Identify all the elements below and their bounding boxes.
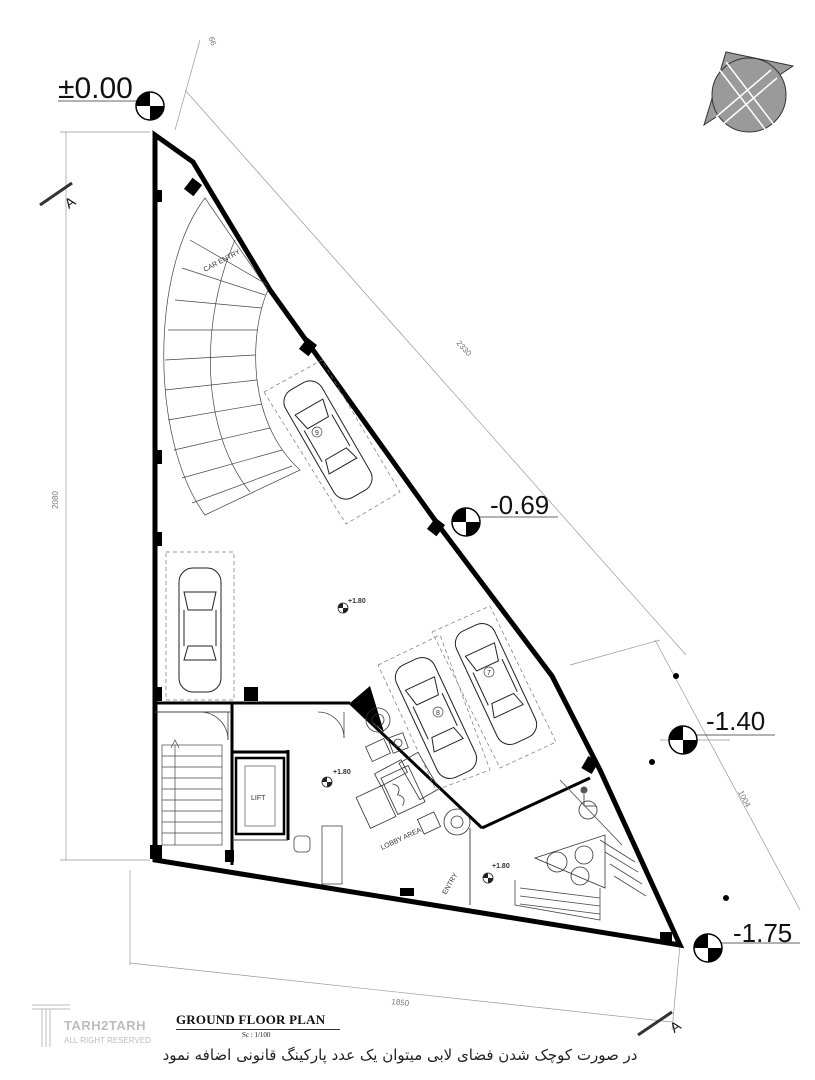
drawing-title: GROUND FLOOR PLAN <box>176 1012 326 1027</box>
persian-note: در صورت کوچک شدن فضای لابی میتوان یک عدد… <box>162 1046 638 1064</box>
north-arrow-icon <box>703 51 795 138</box>
lobby-label: LOBBY AREA <box>380 827 423 852</box>
floor-level-lobby: +1.80 <box>333 769 351 776</box>
thin-walls <box>155 711 471 905</box>
dimension-top-small: 66 <box>207 35 219 47</box>
title-underline <box>176 1029 340 1030</box>
car-9 <box>283 380 373 500</box>
reception-desk <box>293 825 343 885</box>
stairs-left <box>161 739 223 846</box>
level-label-right: -1.40 <box>706 706 765 736</box>
parking-stalls <box>165 359 557 791</box>
lobby-furniture <box>355 707 471 836</box>
ramp-label: CAR ENTRY <box>203 248 242 273</box>
logo-icon <box>32 1004 70 1047</box>
svg-text:A: A <box>61 193 78 212</box>
dimension-diagonal: 2330 <box>455 339 474 359</box>
section-mark-bottom: A <box>637 1010 684 1037</box>
level-marker-top <box>58 91 165 121</box>
parking-number-7: 7 <box>487 670 491 677</box>
stair-corner-fill <box>350 686 384 732</box>
floor-level-markers <box>321 602 494 884</box>
level-marker-right <box>668 725 775 755</box>
level-label-top: ±0.00 <box>58 72 133 105</box>
logo-name: TARH2TARH <box>64 1018 147 1033</box>
dimension-left: 2080 <box>51 491 60 509</box>
level-marker-mid <box>451 507 558 537</box>
entry-steps <box>514 779 647 921</box>
logo-subtitle: ALL RIGHT RESERVED <box>64 1036 151 1045</box>
planter <box>533 834 606 889</box>
svg-text:A: A <box>667 1017 684 1036</box>
car-ramp <box>163 197 301 516</box>
floor-level-entry: +1.80 <box>492 863 510 870</box>
level-label-mid: -0.69 <box>490 490 549 520</box>
entry-label: ENTRY <box>442 872 460 896</box>
drawing-scale: Sc : 1/100 <box>242 1031 271 1039</box>
columns <box>150 177 672 944</box>
section-mark-top: A <box>39 181 79 212</box>
dimension-right: 1004 <box>736 789 753 809</box>
car-6 <box>178 567 222 693</box>
parking-number-8: 8 <box>436 710 440 717</box>
floor-level-drive: +1.80 <box>348 598 366 605</box>
lift-label: LIFT <box>251 795 266 802</box>
interior-walls <box>155 701 591 865</box>
dimension-lines <box>60 39 801 1031</box>
wheelchair-icon <box>578 786 598 820</box>
dimension-bottom: 1850 <box>391 997 410 1008</box>
parking-number-markers <box>311 426 495 718</box>
level-label-bottom: -1.75 <box>733 918 792 948</box>
level-marker-bottom <box>693 933 800 963</box>
car-8 <box>394 657 478 779</box>
lift-shaft <box>234 756 286 836</box>
parking-number-9: 9 <box>315 430 319 437</box>
outer-wall <box>152 130 685 949</box>
car-7 <box>454 623 538 745</box>
doors <box>199 711 345 741</box>
site-bollards <box>649 673 729 901</box>
